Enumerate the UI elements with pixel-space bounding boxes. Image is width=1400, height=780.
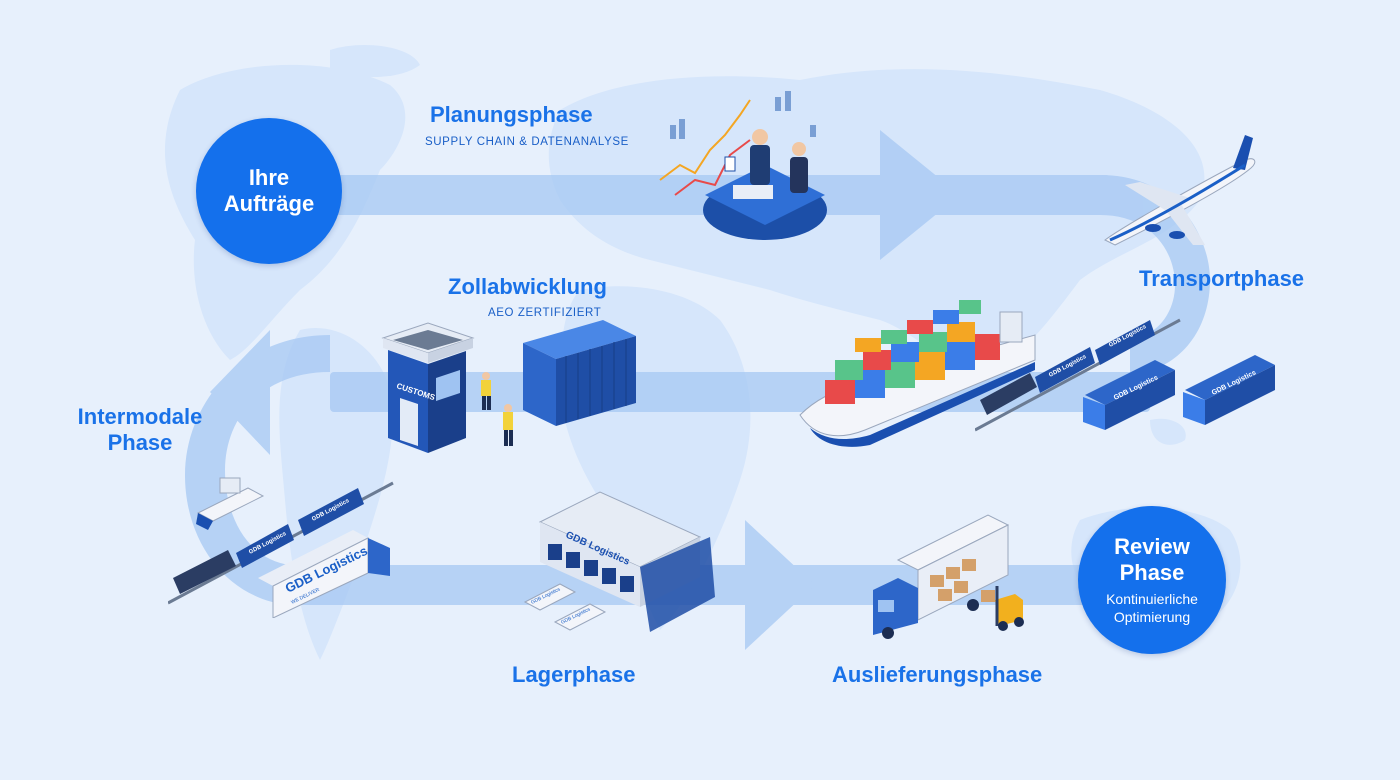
warehouse-title: Lagerphase (512, 662, 636, 687)
planning-illustration (659, 91, 827, 240)
start-circle-line-2: Aufträge (223, 191, 315, 216)
customs-subtitle: AEO ZERTIFIZIERT (488, 307, 602, 319)
intermodal-line-2: Phase (107, 430, 173, 455)
review-sub-line-2: Optimierung (1113, 609, 1191, 625)
start-orders-circle: Ihre Aufträge (196, 118, 342, 264)
customs-booth-icon: CUSTOMS (381, 322, 475, 453)
warehouse-icon: GDB Logistics GDB Logistics GDB Logistic… (523, 491, 715, 632)
planning-subtitle: SUPPLY CHAIN & DATENANALYSE (425, 136, 629, 148)
delivery-title: Auslieferungsphase (832, 662, 1043, 687)
review-sub-line-1: Kontinuierliche (1106, 591, 1198, 607)
review-title-line-1: Review (1114, 534, 1190, 559)
intermodal-line-1: Intermodale (77, 404, 203, 429)
plane-icon (1104, 135, 1256, 246)
intermodal-illustration: GDB Logistics GDB Logistics GDB Logistic… (168, 477, 394, 618)
shipping-container-icon (523, 320, 636, 426)
intermodal-title: Intermodale Phase (65, 404, 215, 456)
review-title-line-2: Phase (1119, 560, 1185, 585)
transport-title: Transportphase (1139, 266, 1305, 291)
customs-title: Zollabwicklung (448, 274, 607, 299)
container-ship-icon (799, 300, 1036, 447)
planning-title: Planungsphase (430, 102, 593, 127)
customs-officers (481, 372, 513, 446)
forklift-icon (981, 586, 1024, 631)
freight-train-icon: GDB Logistics GDB Logistics GDB Logistic… (975, 318, 1275, 432)
review-phase-circle: Review Phase Kontinuierliche Optimierung (1078, 506, 1226, 654)
box-truck-icon (873, 514, 1010, 639)
start-circle-line-1: Ihre (248, 165, 290, 190)
